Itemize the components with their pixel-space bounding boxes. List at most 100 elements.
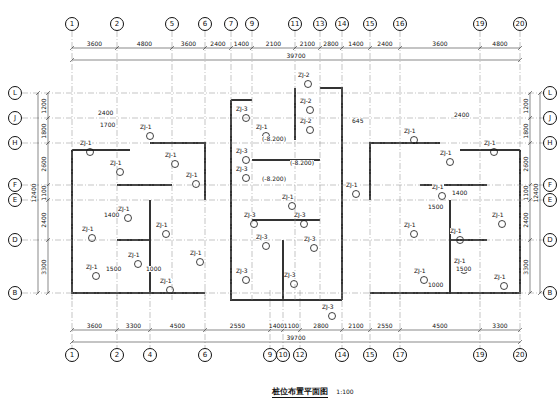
dimension-text: 2400: [98, 110, 113, 116]
axis-bubble: J: [543, 111, 557, 125]
dimension-text: 2400: [377, 41, 392, 47]
axis-bubble: 4: [143, 348, 157, 362]
dimension-text: 2800: [313, 323, 328, 329]
axis-number: 6: [203, 352, 207, 359]
dimension-text: 2600: [523, 156, 529, 171]
axis-number: 9: [250, 21, 254, 28]
dimension-lines: [36, 46, 542, 344]
dimension-text: 39700: [286, 335, 305, 341]
elevation-text: (-8.200): [290, 160, 314, 166]
pile-tag: ZJ-3: [236, 166, 248, 172]
dimension-text: 3300: [126, 323, 141, 329]
axis-bubble: 7: [224, 17, 238, 31]
axis-number: 1: [70, 352, 74, 359]
axis-bubble: 1: [65, 17, 79, 31]
axis-number: F: [13, 182, 17, 189]
axis-number: 5: [170, 21, 174, 28]
dimension-text: 1100: [284, 323, 299, 329]
dimension-text: 3300: [41, 259, 47, 274]
dimension-text: 3300: [523, 259, 529, 274]
pile-tag: ZJ-1: [80, 140, 92, 146]
axis-bubble: F: [8, 178, 22, 192]
pile-tag: ZJ-1: [492, 212, 504, 218]
axis-bubble: 13: [313, 17, 327, 31]
dimension-text: 2100: [348, 323, 363, 329]
dimension-text: 4800: [492, 41, 507, 47]
axis-bubble: 20: [513, 17, 527, 31]
dimension-text: 4500: [432, 323, 447, 329]
pile-tag: ZJ-3: [244, 212, 256, 218]
axis-bubble: 5: [165, 17, 179, 31]
scale-text: 1:100: [336, 389, 353, 395]
axis-number: L: [548, 90, 552, 97]
axis-bubble: H: [8, 136, 22, 150]
axis-number: 7: [229, 21, 233, 28]
axis-bubble: E: [543, 193, 557, 207]
axis-number: F: [548, 182, 552, 189]
axis-bubble: 19: [473, 17, 487, 31]
axis-number: 1: [70, 21, 74, 28]
dimension-text: 2600: [41, 156, 47, 171]
dimension-text: 3600: [432, 41, 447, 47]
dimension-text: 39700: [286, 53, 305, 59]
pile-tag: ZJ-1: [118, 206, 130, 212]
axis-number: 6: [203, 21, 207, 28]
pile-tag: ZJ-1: [450, 228, 462, 234]
elevation-text: (-8.200): [262, 136, 286, 142]
dimension-text: 2100: [300, 41, 315, 47]
axis-number: 14: [338, 352, 347, 359]
dimension-text: 12400: [31, 183, 37, 202]
axis-bubble: H: [543, 136, 557, 150]
pile-tag: ZJ-2: [300, 118, 312, 124]
axis-bubble: 17: [393, 348, 407, 362]
axis-number: 17: [396, 352, 405, 359]
dimension-text: 1400: [234, 41, 249, 47]
pile-tag: ZJ-1: [346, 182, 358, 188]
dimension-text: 4800: [137, 41, 152, 47]
dimension-text: 2400: [523, 212, 529, 227]
axis-number: 11: [291, 21, 300, 28]
axis-lines: [22, 31, 543, 348]
axis-bubble: 15: [363, 17, 377, 31]
pile-tag: ZJ-1: [414, 268, 426, 274]
axis-number: 15: [366, 352, 375, 359]
axis-number: 12: [296, 352, 305, 359]
dimension-text: 1200: [523, 98, 529, 113]
axis-bubble: 14: [335, 17, 349, 31]
pile-tag: ZJ-1: [432, 184, 444, 190]
axis-number: L: [13, 90, 17, 97]
dimension-text: 12400: [533, 183, 539, 202]
axis-bubble: D: [8, 233, 22, 247]
axis-bubble: 9: [245, 17, 259, 31]
axis-bubble: J: [8, 111, 22, 125]
dimension-text: 3600: [87, 41, 102, 47]
pile-tag: ZJ-1: [165, 152, 177, 158]
pile-tag: ZJ-1: [256, 124, 268, 130]
axis-bubble: B: [543, 286, 557, 300]
dimension-text: 1000: [428, 282, 443, 288]
pile-tag: ZJ-1: [160, 278, 172, 284]
dimension-text: 1400: [452, 190, 467, 196]
axis-number: 19: [476, 352, 485, 359]
axis-number: 13: [316, 21, 325, 28]
pile-tag: ZJ-1: [404, 128, 416, 134]
pile-tag: ZJ-3: [256, 234, 268, 240]
axis-bubble: 2: [110, 348, 124, 362]
axis-bubble: B: [8, 286, 22, 300]
dimension-text: 1500: [456, 266, 471, 272]
axis-number: B: [13, 290, 18, 297]
axis-bubble: 14: [335, 348, 349, 362]
dimension-text: 2400: [210, 41, 225, 47]
axis-bubble: 11: [288, 17, 302, 31]
pile-tag: ZJ-3: [322, 304, 334, 310]
wall-lines: [72, 88, 520, 300]
dimension-text: 2550: [377, 323, 392, 329]
axis-bubble: 6: [198, 348, 212, 362]
axis-number: 2: [115, 21, 119, 28]
dimension-text: 2100: [266, 41, 281, 47]
axis-number: E: [13, 197, 17, 204]
dimension-text: 1700: [100, 122, 115, 128]
dimension-text: 4500: [170, 323, 185, 329]
dimension-text: 3600: [181, 41, 196, 47]
axis-number: J: [14, 115, 16, 122]
